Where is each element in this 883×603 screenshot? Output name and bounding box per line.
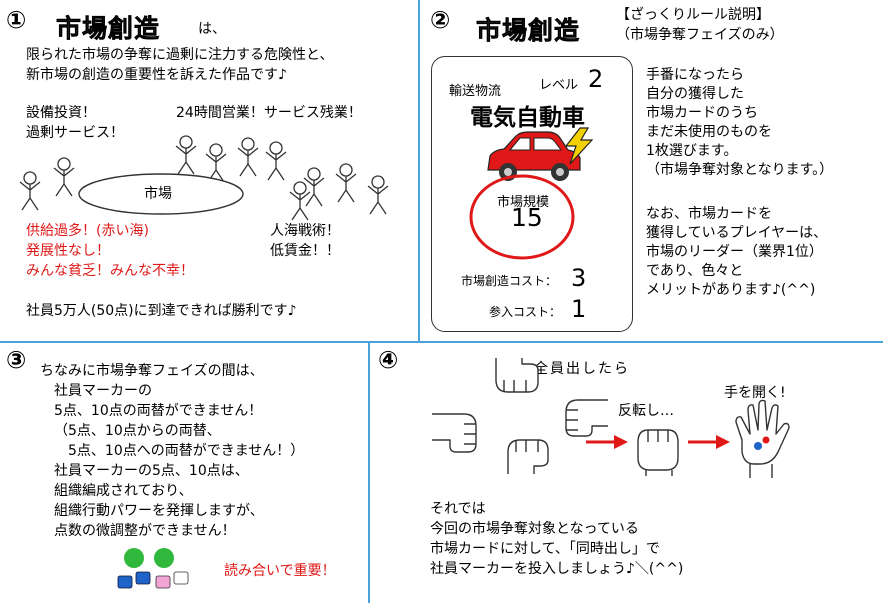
s3-line-4: （5点、10点からの両替、 [54,423,221,439]
s3-note: 読み合いで重要！ [224,563,336,579]
explain1-line-1: 手番になったら [646,67,744,83]
section-2-title: 市場創造 [476,16,581,46]
s3-line-3: 5点、10点の両替ができません！ [54,403,263,419]
stick-figures-illustration [19,135,389,221]
card-entry-cost-value: 1 [571,295,587,323]
section-1-number: ① [6,6,27,34]
card-entry-cost-label: 参入コスト： [489,305,562,319]
market-ellipse [78,173,244,215]
black-line-1: 人海戦術！ [270,223,340,239]
card-name: 電気自動車 [470,105,585,131]
market-label: 市場 [144,186,172,202]
black-line-2: 低賃金！！ [270,243,340,259]
s4-line-3: 市場カードに対して、「同時出し」で [430,541,660,557]
horizontal-divider [0,341,883,343]
s3-line-7: 組織編成されており、 [54,483,193,499]
open-hand-icon [735,399,790,478]
card-size-value: 15 [511,203,543,232]
red-line-2: 発展性なし！ [26,243,110,259]
section-2-number: ② [430,6,451,34]
explain2-line-3: 市場のリーダー（業界1位） [646,244,823,260]
explain1-line-2: 自分の獲得した [646,86,744,102]
section-1-title: 市場創造 [56,14,161,44]
arrow-right-icon-1 [586,435,628,449]
section-4-number: ④ [378,346,399,374]
s3-line-5: 5点、10点への両替ができません！） [54,443,305,459]
explain1-line-4: まだ未使用のものを [646,124,772,140]
label-all-out: 全員出したら [534,361,630,377]
s3-line-2: 社員マーカーの [54,383,152,399]
card-size-label: 市場規模 [497,195,550,210]
explain1-line-5: 1枚選びます。 [646,143,738,159]
red-line-1: 供給過多！(赤い海) [26,223,149,239]
stick-figure [367,175,389,215]
right-words: 24時間営業！サービス残業！ [176,105,362,121]
card-level-value: 2 [588,65,604,93]
s3-line-9: 点数の微調整ができません！ [54,523,236,539]
car-icon [487,131,581,181]
s3-line-6: 社員マーカーの5点、10点は、 [54,463,249,479]
card-level-label: レベル [539,78,579,93]
market-card [431,56,633,332]
explain2-line-2: 獲得しているプレイヤーは、 [646,225,828,241]
flipped-fist-icon [637,429,679,476]
win-condition: 社員5万人(50点)に到達できれば勝利です♪ [26,303,297,319]
lightning-icon [564,127,594,165]
s4-line-4: 社員マーカーを投入しましょう♪＼(^^) [430,561,684,577]
explain1-line-3: 市場カードのうち [646,105,758,121]
explain2-line-4: であり、色々と [646,263,744,279]
fists-circle-icon [432,358,608,474]
s4-line-2: 今回の市場争奪対象となっている [430,521,639,537]
s3-line-1: ちなみに市場争奪フェイズの間は、 [40,363,264,379]
stick-figure [289,181,311,221]
section-3-number: ③ [6,346,27,374]
stick-figure [237,137,259,177]
stick-figure [335,163,357,203]
stick-figure [53,157,75,197]
vertical-divider-top [418,0,420,342]
left-word-2: 過剰サービス！ [26,125,124,141]
label-flip: 反転し… [618,403,674,419]
card-category: 輸送物流 [449,84,502,99]
section-1-intro-1: 限られた市場の争奪に過剰に注力する危険性と、 [26,47,334,63]
card-creation-cost-label: 市場創造コスト： [461,274,558,288]
stick-figure [19,171,41,211]
card-creation-cost-value: 3 [571,264,587,292]
vertical-divider-bottom [368,342,370,603]
rule-header-2: （市場争奪フェイズのみ） [616,27,784,43]
explain1-line-6: （市場争奪対象となります。） [646,162,834,178]
stick-figure [175,135,197,175]
s3-line-8: 組織行動パワーを発揮しますが、 [54,503,264,519]
section-1-title-suffix: は、 [198,21,226,37]
left-word-1: 設備投資！ [26,105,96,121]
market-size-circle [469,174,575,260]
arrow-right-icon-2 [688,435,730,449]
stick-figure [265,141,287,181]
rule-header-1: 【ざっくりルール説明】 [616,7,770,23]
stick-figure [303,167,325,207]
section-1-intro-2: 新市場の創造の重要性を訴えた作品です♪ [26,67,287,83]
s4-line-1: それでは [430,501,486,517]
explain2-line-5: メリットがあります♪(^^) [646,282,816,298]
red-line-3: みんな貧乏！みんな不幸！ [26,263,194,279]
employee-markers-icon [117,548,189,589]
explain2-line-1: なお、市場カードを [646,206,772,222]
label-open: 手を開く! [724,385,786,401]
